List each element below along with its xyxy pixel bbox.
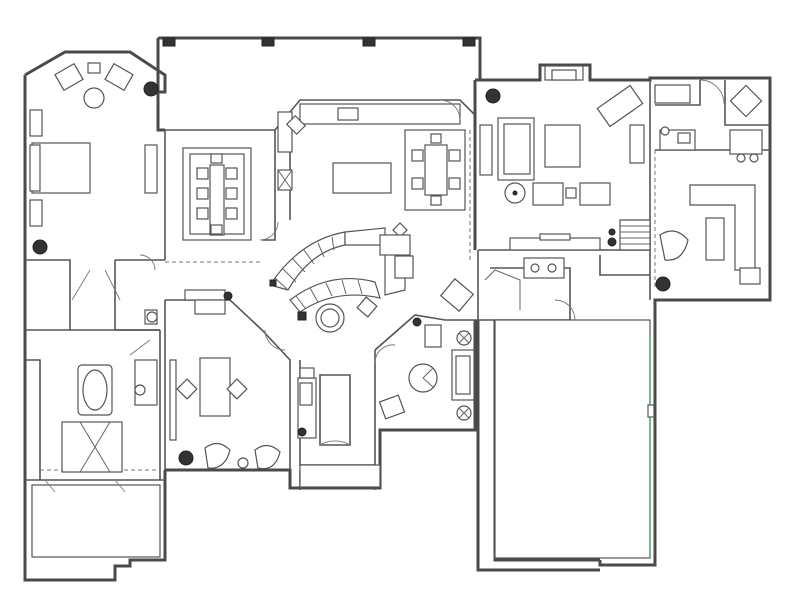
- dresser: [144, 144, 158, 194]
- door-swing-icon: [374, 344, 396, 364]
- desk: [199, 357, 231, 417]
- chair-icon: [204, 442, 231, 469]
- plant-icon: [485, 88, 501, 104]
- plant-icon: [32, 239, 48, 255]
- coffee-table: [544, 124, 581, 168]
- chair-icon: [226, 378, 248, 400]
- table-icon: [209, 164, 225, 236]
- breakfast-nook: [404, 129, 466, 211]
- kitchen: [277, 99, 461, 238]
- bed: [31, 142, 91, 194]
- porch: [31, 479, 161, 558]
- coffee-table: [705, 217, 725, 261]
- master-bedroom: [29, 62, 159, 255]
- garage-floor: [494, 319, 651, 559]
- plant-icon: [143, 81, 159, 97]
- garage: [484, 257, 655, 559]
- door-swing-icon: [259, 221, 279, 241]
- window-posts: [162, 37, 584, 81]
- den: [654, 79, 763, 292]
- chair-icon: [579, 182, 611, 206]
- sitting-room: [378, 278, 475, 421]
- bathtub: [82, 369, 108, 411]
- chair-icon: [659, 230, 689, 261]
- chair-icon: [54, 62, 84, 92]
- chair-icon: [532, 182, 564, 206]
- nightstand: [29, 109, 43, 137]
- kitchen-island: [332, 162, 392, 194]
- chair-icon: [104, 62, 134, 92]
- family-room: [479, 84, 651, 251]
- door-swings: [139, 221, 576, 364]
- formal-dining: [182, 147, 252, 241]
- door-swing-icon: [264, 329, 286, 351]
- chair-icon: [254, 444, 281, 470]
- nightstand: [29, 199, 43, 227]
- table-icon: [424, 144, 448, 196]
- grand-stair: [269, 227, 414, 333]
- study: [169, 289, 281, 470]
- chair-icon: [596, 84, 644, 128]
- door-swing-icon: [139, 254, 156, 271]
- chair-icon: [378, 394, 406, 420]
- door-swing-icon: [554, 299, 576, 321]
- sectional-sofa: [689, 184, 756, 271]
- master-bath: [61, 269, 158, 473]
- plant-icon: [655, 276, 671, 292]
- round-table: [83, 87, 105, 109]
- plant-icon: [178, 450, 194, 466]
- chair-icon: [176, 378, 198, 400]
- foyer: [297, 367, 381, 488]
